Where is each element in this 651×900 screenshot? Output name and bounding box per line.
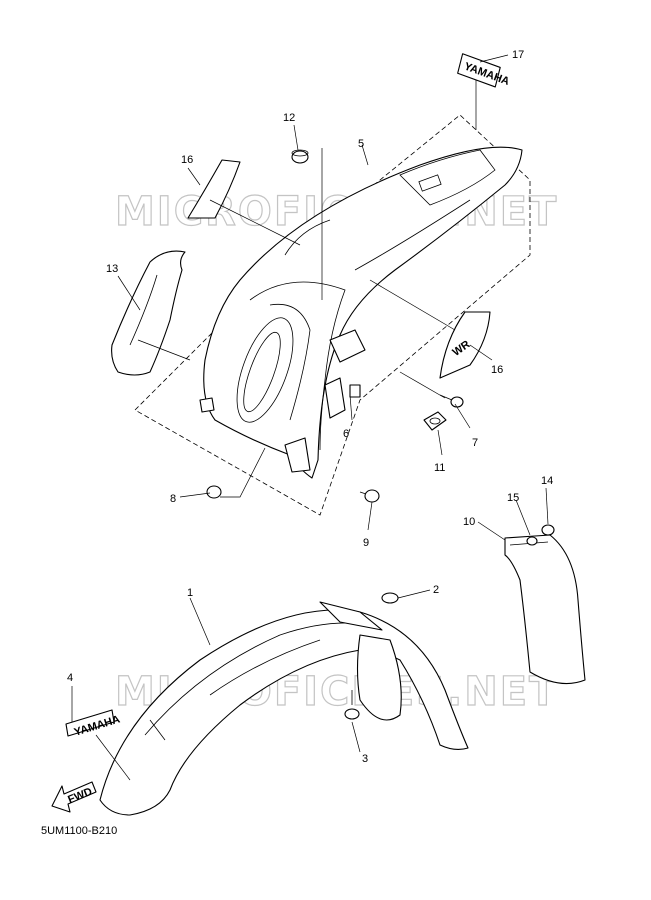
decal-upper[interactable] xyxy=(187,159,241,219)
callout-9: 9 xyxy=(363,537,369,549)
decal-yamaha[interactable]: YAMAHA xyxy=(65,709,122,739)
callout-1: 1 xyxy=(187,587,193,599)
front-fender[interactable] xyxy=(99,601,469,816)
mud-flap[interactable] xyxy=(504,534,586,685)
callout-7: 7 xyxy=(472,437,478,449)
bolt-3[interactable] xyxy=(344,690,360,720)
grommet-2[interactable] xyxy=(381,592,399,604)
decal-right[interactable]: WR xyxy=(439,311,491,379)
callout-12: 12 xyxy=(283,112,295,124)
bolt-14[interactable] xyxy=(541,524,555,536)
diagram-code: 5UM1100-B210 xyxy=(41,825,117,837)
nut-6[interactable] xyxy=(349,384,361,398)
callout-13: 13 xyxy=(106,263,118,275)
callout-11: 11 xyxy=(434,462,445,474)
bolt-9[interactable] xyxy=(359,489,380,503)
callout-14: 14 xyxy=(541,475,553,487)
leader-lines xyxy=(71,54,549,781)
forward-arrow-icon: FWD xyxy=(51,781,97,813)
collar-8[interactable] xyxy=(206,485,222,499)
callout-3: 3 xyxy=(362,753,368,765)
side-guard[interactable] xyxy=(111,250,186,376)
callout-16-right: 16 xyxy=(491,364,503,376)
callout-17: 17 xyxy=(512,49,524,61)
callout-2: 2 xyxy=(433,584,439,596)
callouts: 1 2 3 4 5 6 7 8 9 10 11 12 13 14 15 16 1… xyxy=(67,49,553,765)
bolt-7[interactable] xyxy=(439,394,464,408)
emblem[interactable]: YAMAHA xyxy=(456,53,511,88)
grommet-12[interactable] xyxy=(291,149,309,164)
callout-16-upper: 16 xyxy=(181,154,193,166)
grommet-11[interactable] xyxy=(423,411,447,431)
forward-arrow-label: FWD xyxy=(66,786,94,807)
rear-fender[interactable] xyxy=(199,146,523,479)
callout-4: 4 xyxy=(67,672,73,684)
callout-10: 10 xyxy=(463,516,475,528)
callout-5: 5 xyxy=(358,138,364,150)
callout-15: 15 xyxy=(507,492,519,504)
callout-8: 8 xyxy=(170,493,176,505)
washer-15[interactable] xyxy=(526,536,538,546)
callout-6: 6 xyxy=(343,428,349,440)
